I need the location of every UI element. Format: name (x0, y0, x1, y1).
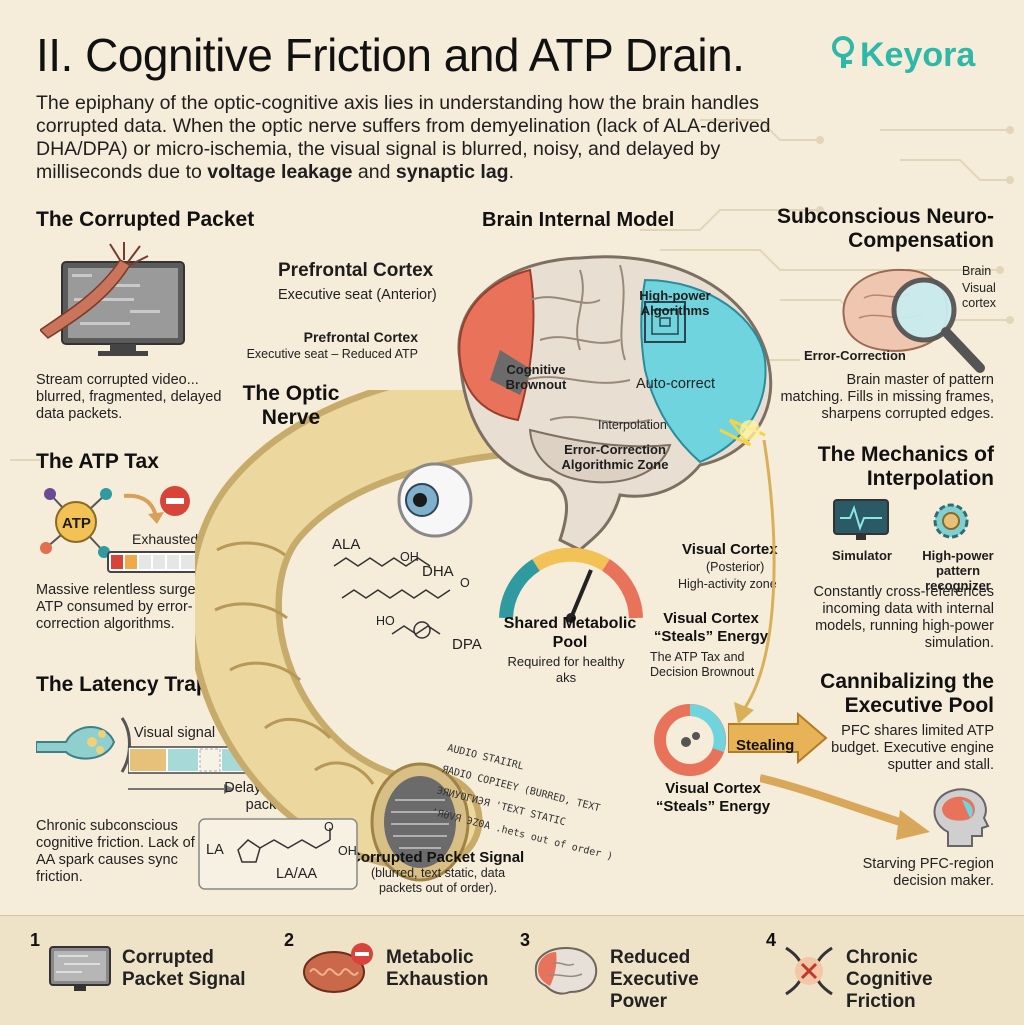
page-title: II. Cognitive Friction and ATP Drain. (36, 29, 745, 81)
corrupted-packet-title: The Corrupted Packet (36, 208, 255, 231)
intro-and: and (352, 161, 396, 183)
intro-text: The epiphany of the optic-cognitive axis… (36, 92, 771, 183)
eye-icon (397, 462, 473, 538)
stealing-arrow-icon (728, 712, 828, 764)
metabolic-gauge-icon (499, 547, 643, 623)
brain-illustration (457, 255, 773, 552)
optic-nerve-illustration (195, 390, 553, 882)
dpa-label: DPA (452, 636, 482, 653)
footer-bar (0, 915, 1024, 1025)
visual-signal-label: Visual signal (134, 725, 216, 741)
ec-zone-label: Error-Correction Algorithmic Zone (561, 442, 669, 472)
footer-label-2: Metabolic Exhaustion (386, 947, 489, 990)
friction-icon (785, 946, 833, 996)
pfc-anterior-sub: Executive seat (Anterior) (278, 287, 437, 303)
error-correction-label: Error-Correction (804, 348, 906, 363)
mechanics-text: Constantly cross-references incoming dat… (813, 584, 994, 651)
starving-arrow-icon (760, 774, 930, 840)
optic-nerve-title: The Optic Nerve (242, 382, 340, 429)
footer-label-4: Chronic Cognitive Friction (846, 947, 933, 1012)
intro-bold-voltage: voltage leakage (207, 161, 353, 183)
latency-trap-text: Chronic subconscious cognitive friction.… (36, 818, 222, 885)
ala-label: ALA (332, 536, 361, 553)
key-icon (832, 36, 854, 68)
fatty-acid-molecules (333, 557, 451, 639)
ala-oh-label: OH (400, 550, 419, 564)
latency-trap-title: The Latency Trap (36, 673, 209, 696)
interpolation-label: Interpolation (598, 418, 667, 432)
la-label: LA (206, 842, 224, 858)
mechanics-title: The Mechanics of Interpolation (817, 443, 994, 490)
visual-cortex-label: Visual cortex (962, 281, 997, 310)
brain-model-title: Brain Internal Model (482, 209, 675, 231)
curved-arrow-icon (123, 493, 164, 524)
footer-num-4: 4 (766, 930, 777, 950)
la-aa-molecule-box (198, 818, 358, 890)
steals-energy-title: Visual Cortex “Steals” Energy (653, 610, 769, 645)
mitochondria-icon (303, 943, 373, 993)
intro-paragraph: The epiphany of the optic-cognitive axis… (36, 92, 776, 184)
cannibalizing-text: PFC shares limited ATP budget. Executive… (831, 723, 994, 773)
cannibalizing-title: Cannibalizing the Executive Pool (820, 670, 994, 717)
subconscious-text: Brain master of pattern matching. Fills … (780, 372, 994, 422)
pfc-reduced-sub: Executive seat – Reduced ATP (246, 347, 418, 361)
atp-tax-text: Massive relentless surge of ATP consumed… (36, 582, 212, 632)
la-oh-label: OH (338, 844, 357, 858)
minus-warning-icon (160, 486, 190, 516)
atp-label: ATP (62, 515, 91, 532)
gear-brain-icon (933, 503, 969, 539)
footer-num-2: 2 (284, 930, 295, 950)
algorithms-label: High-power Algorithms (639, 288, 711, 318)
brain-icon (534, 946, 598, 995)
brain-label: Brain (962, 264, 992, 278)
logo-text: Keyora (860, 36, 976, 74)
brand-logo: Keyora (830, 36, 975, 75)
la-o-label: O (324, 820, 334, 834)
pfc-reduced-title: Prefrontal Cortex (303, 329, 418, 345)
intro-bold-synaptic: synaptic lag (395, 161, 509, 183)
corrupted-monitor-icon (40, 242, 185, 356)
pfc-anterior-title: Prefrontal Cortex (278, 260, 434, 281)
cognitive-brownout-label: Cognitive Brownout (505, 362, 567, 392)
shared-pool-title: Shared Metabolic Pool (503, 615, 637, 651)
dpa-ho-label: HO (376, 614, 395, 628)
head-profile-icon (933, 788, 990, 847)
la-aa-label: LA/AA (276, 866, 318, 882)
energy-flow-arrow (734, 440, 776, 724)
stealing-label: Stealing (736, 737, 795, 754)
corrupted-packet-text: Stream corrupted video... blurred, fragm… (36, 372, 222, 422)
footer-label-3: Reduced Executive Power (610, 947, 699, 1012)
autocorrect-label: Auto-correct (636, 376, 715, 392)
corrupted-signal-title: Corrupted Packet Signal (350, 849, 525, 866)
footer-label-1: Corrupted Packet Signal (122, 947, 246, 990)
corrupted-signal-sub: (blurred, text static, data packets out … (370, 866, 506, 895)
shared-pool-sub: Required for healthy aks (507, 654, 625, 685)
pattern-recognizer-label: High-power pattern recognizer (922, 548, 994, 593)
simulator-monitor-icon (833, 499, 889, 540)
subconscious-title: Subconscious Neuro-Compensation (776, 205, 994, 252)
energy-donut-icon (654, 704, 726, 776)
donut-steals-label: Visual Cortex “Steals” Energy (655, 780, 771, 815)
visual-cortex-sub1: (Posterior) (706, 560, 765, 574)
synapse-icon (36, 717, 131, 773)
battery-low-icon (107, 551, 212, 573)
brain-magnifier-icon (842, 268, 985, 373)
visual-cortex-title: Visual Cortex (682, 541, 778, 558)
footer-num-3: 3 (520, 930, 531, 950)
starving-text: Starving PFC-region decision maker. (862, 856, 994, 889)
steals-energy-sub: The ATP Tax and Decision Brownout (650, 650, 755, 679)
visual-cortex-sub2: High-activity zone (678, 577, 777, 591)
simulator-label: Simulator (832, 548, 892, 563)
footer-num-1: 1 (30, 930, 41, 950)
battery-label: Exhausted (132, 531, 199, 547)
dha-o-label: O (460, 576, 470, 590)
atp-tax-title: The ATP Tax (36, 450, 159, 473)
dha-label: DHA (422, 563, 454, 580)
intro-end: . (508, 161, 515, 183)
footer-monitor-icon (49, 946, 111, 991)
